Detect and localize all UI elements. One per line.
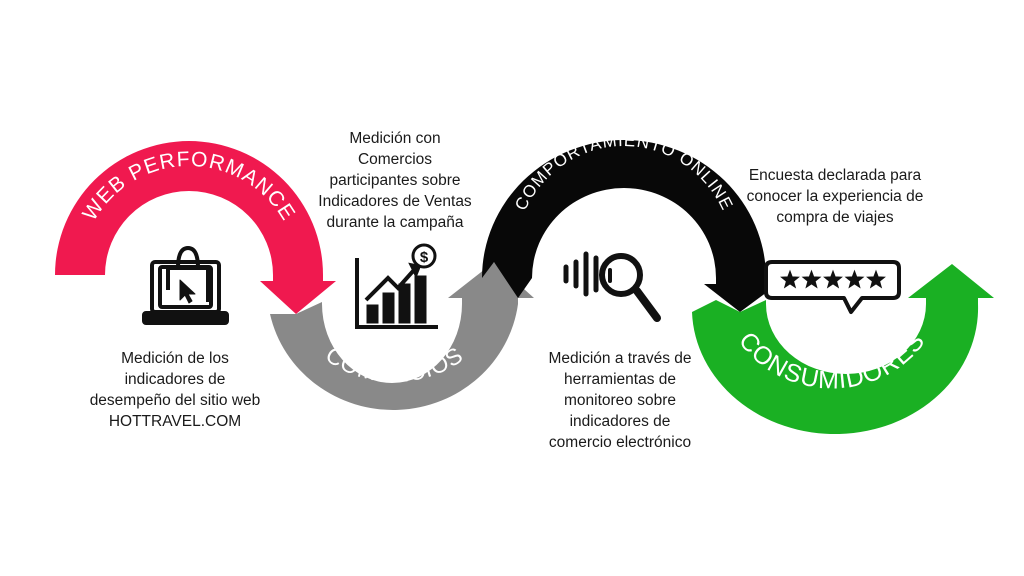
shopping-laptop-icon xyxy=(142,246,229,325)
star-icon xyxy=(844,269,865,289)
consumidores-description: Encuesta declarada para conocer la exper… xyxy=(746,167,924,226)
star-icon xyxy=(823,269,843,289)
svg-text:$: $ xyxy=(420,249,429,266)
comercios-arrow xyxy=(270,262,534,410)
comercios-description: Medición con Comercios participantes sob… xyxy=(318,130,472,231)
comportamiento-online-arrow xyxy=(482,140,778,312)
web-performance-description: Medición de los indicadores de desempeño… xyxy=(89,350,261,430)
rating-stars xyxy=(780,269,886,289)
star-icon xyxy=(866,269,886,289)
search-analytics-icon xyxy=(563,251,661,322)
stage-web-performance: WEB PERFORMANCE xyxy=(55,141,336,314)
star-icon xyxy=(801,269,822,289)
comportamiento-online-description: Medición a través de herramientas de mon… xyxy=(548,350,692,451)
web-performance-arrow xyxy=(55,141,336,314)
star-rating-icon xyxy=(764,260,901,314)
star-icon xyxy=(780,269,800,289)
growth-chart-icon: $ xyxy=(355,243,438,329)
consumidores-arrow xyxy=(692,264,994,435)
